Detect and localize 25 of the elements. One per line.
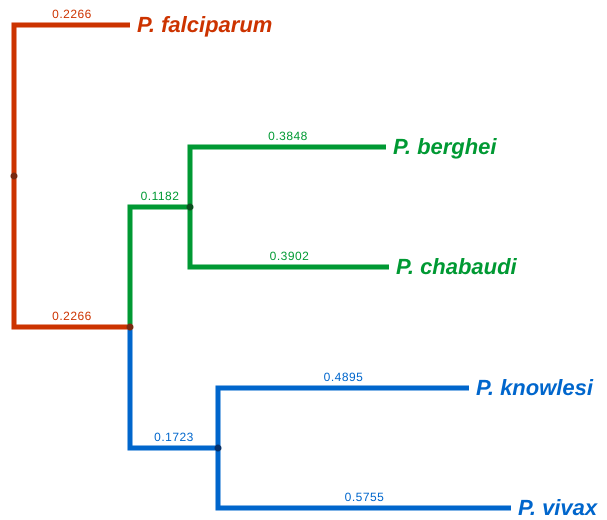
tree-branch: [216, 448, 511, 510]
branch-length-label: 0.2266: [52, 309, 92, 323]
species-label: P. vivax: [511, 495, 598, 520]
junction-dot: [10, 172, 18, 180]
tree-branch: [188, 207, 389, 270]
junction-dot: [126, 324, 134, 330]
tree-branch: [128, 204, 190, 327]
branch-length-label: 0.1182: [140, 189, 180, 203]
tree-branch: [128, 327, 218, 450]
branch-length-label: 0.3848: [268, 129, 308, 143]
branch-length-label: 0.3902: [270, 249, 310, 263]
tree-branch: [216, 386, 469, 448]
species-label: P. knowlesi: [469, 375, 593, 401]
tree-branch: [188, 144, 386, 207]
species-label: P. falciparum: [130, 12, 272, 38]
junction-dot: [214, 444, 222, 452]
tree-branch: [12, 176, 130, 330]
junction-dot: [186, 204, 194, 210]
branch-length-label: 0.4895: [324, 370, 364, 384]
species-label: P. berghei: [386, 134, 497, 160]
branch-length-label: 0.2266: [52, 7, 92, 21]
branch-length-label: 0.5755: [344, 490, 384, 504]
species-label: P. chabaudi: [389, 254, 517, 280]
branch-length-label: 0.1723: [154, 430, 194, 444]
tree-branch: [12, 22, 130, 176]
